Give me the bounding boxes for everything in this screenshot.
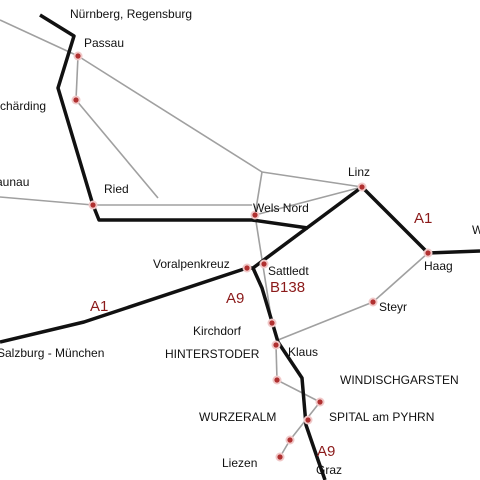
secondary-lines bbox=[0, 19, 429, 458]
label-voralpenkreuz: Voralpenkreuz bbox=[153, 257, 230, 271]
line-passau-east bbox=[77, 55, 263, 173]
label-schaerding: Schärding bbox=[0, 99, 46, 113]
road-label-a9-north: A9 bbox=[226, 290, 244, 307]
station-dot-liezen-north bbox=[287, 437, 293, 443]
road-label-a1-east: A1 bbox=[414, 210, 432, 227]
motorway-a9 bbox=[251, 267, 327, 480]
label-graz: Graz bbox=[316, 463, 342, 477]
road-label-b138: B138 bbox=[270, 279, 305, 296]
line-schaerding-ried bbox=[75, 99, 159, 199]
station-dot-wels-nord bbox=[252, 212, 258, 218]
label-wien: Wien bbox=[472, 223, 480, 237]
label-klaus: Klaus bbox=[288, 345, 318, 359]
line-braunau-ried bbox=[0, 196, 94, 206]
station-dot-liezen bbox=[277, 454, 283, 460]
station-dot-sattledt bbox=[261, 261, 267, 267]
station-dot-passau bbox=[75, 53, 81, 59]
line-klaus-south bbox=[275, 344, 278, 381]
label-wurzeralm: WURZERALM bbox=[199, 410, 276, 424]
station-dot-ried bbox=[90, 202, 96, 208]
station-dot-voralpenkreuz bbox=[244, 265, 250, 271]
road-label-a1-west: A1 bbox=[90, 298, 108, 315]
label-haag: Haag bbox=[424, 259, 453, 273]
line-passau-schaerding bbox=[75, 55, 79, 101]
station-dot-schaerding bbox=[73, 97, 79, 103]
station-dot-steyr bbox=[370, 299, 376, 305]
motorway-a1-west bbox=[0, 266, 248, 344]
line-steyr-klaus bbox=[277, 301, 374, 341]
label-ried: Ried bbox=[104, 182, 129, 196]
label-liezen: Liezen bbox=[222, 456, 257, 470]
label-hinterstoder: HINTERSTODER bbox=[165, 347, 260, 361]
label-steyr: Steyr bbox=[379, 300, 407, 314]
line-east-wels bbox=[254, 171, 263, 216]
line-haag-steyr bbox=[372, 252, 429, 303]
station-dot-klaus bbox=[273, 342, 279, 348]
station-dot-kirchdorf bbox=[269, 320, 275, 326]
line-windisch bbox=[276, 379, 321, 403]
line-wels-linz bbox=[254, 186, 363, 216]
station-dots bbox=[71, 51, 433, 462]
label-kirchdorf: Kirchdorf bbox=[193, 324, 242, 338]
label-passau: Passau bbox=[84, 36, 124, 50]
motorway-a1-east bbox=[247, 185, 480, 270]
station-dot-spital-am-pyhrn bbox=[317, 399, 323, 405]
label-wels-nord: Wels Nord bbox=[253, 201, 309, 215]
line-nuernberg-passau bbox=[0, 19, 79, 57]
station-dot-wurzeralm bbox=[305, 417, 311, 423]
station-dot-linz bbox=[359, 184, 365, 190]
line-wels-kirchdorf bbox=[254, 214, 273, 324]
label-linz: Linz bbox=[348, 165, 370, 179]
label-salzburg-muenchen: Salzburg - München bbox=[0, 346, 104, 360]
label-nuernberg-regensburg: Nürnberg, Regensburg bbox=[70, 7, 192, 21]
station-dot-windischgarsten bbox=[274, 377, 280, 383]
line-east-linz bbox=[261, 171, 363, 188]
label-braunau: Braunau bbox=[0, 175, 29, 189]
label-spital-am-pyhrn: SPITAL am PYHRN bbox=[329, 410, 434, 424]
motorway-innkreis bbox=[39, 13, 309, 230]
road-label-a9-south: A9 bbox=[317, 443, 335, 460]
label-sattledt: Sattledt bbox=[268, 264, 309, 278]
station-dot-haag bbox=[425, 250, 431, 256]
label-windischgarsten: WINDISCHGARSTEN bbox=[340, 373, 459, 387]
